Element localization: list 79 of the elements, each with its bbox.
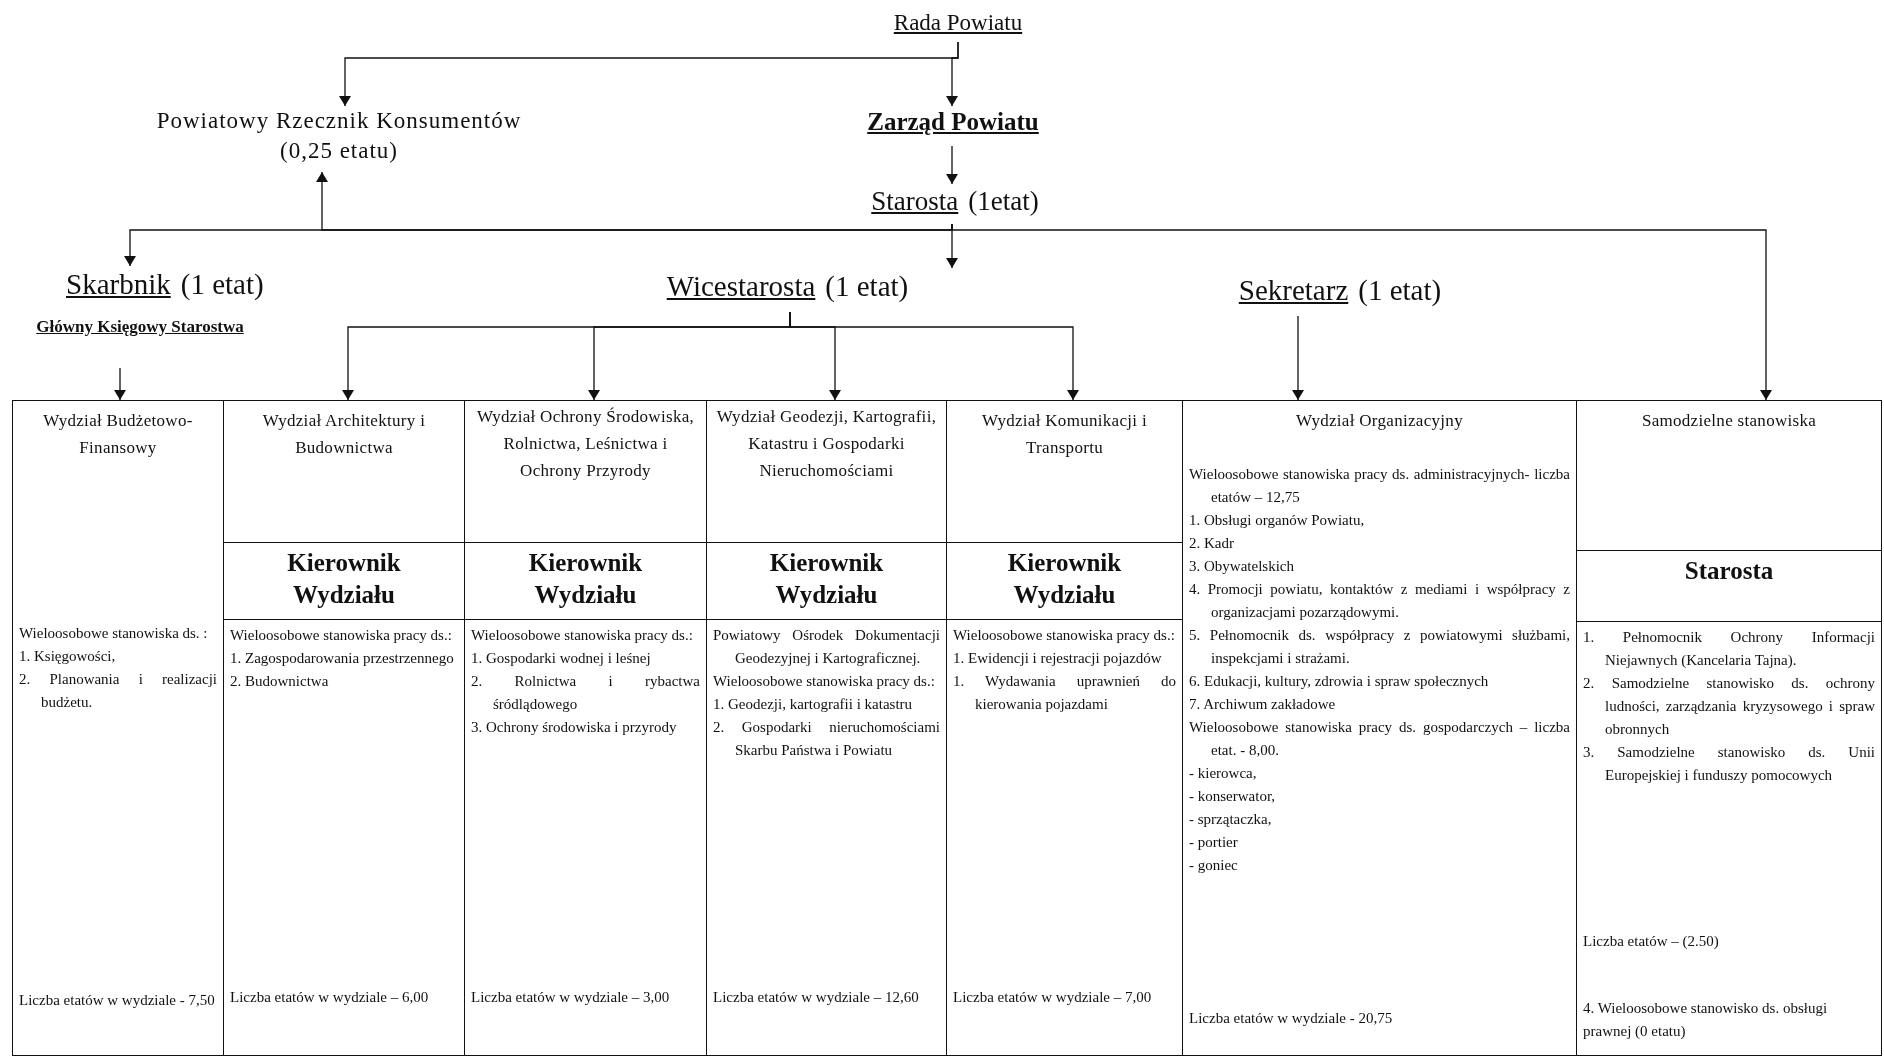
duty-text: 1. Pełnomocnik Ochrony Informacji Niejawnych (Kancelaria Tajna). [1583, 628, 1875, 670]
department-column [1576, 400, 1882, 1056]
position-title: Wicestarosta [666, 270, 816, 302]
duty-text: Wieloosobowe stanowiska pracy ds.: [713, 672, 936, 691]
duty-text: 1. Wydawania uprawnień do kierowania pojazdami [953, 672, 1176, 714]
staff-count: Liczba etatów w wydziale – 3,00 [471, 988, 671, 1007]
position-subtitle: Główny Księgowy Starostwa [36, 316, 244, 336]
duty-text: 2. Rolnictwa i rybactwa śródlądowego [471, 672, 700, 714]
position-label: Powiatowy Rzecznik Konsumentów (0,25 etatu) [149, 106, 529, 172]
duty-text: 3. Ochrony środowiska i przyrody [471, 718, 678, 737]
staff-count: Liczba etatów w wydziale - 7,50 [19, 991, 216, 1010]
staff-count: Liczba etatów w wydziale – 12,60 [713, 988, 920, 1007]
position-title: Sekretarz [1238, 274, 1349, 306]
staff-count: Liczba etatów w wydziale – 7,00 [953, 988, 1153, 1007]
department-column [12, 400, 224, 1056]
department-column [706, 400, 947, 1056]
connector-arrow [1292, 315, 1304, 401]
connector-arrow [946, 145, 958, 185]
duty-text: 5. Pełnomocnik ds. współpracy z powiatowymi służbami, inspekcjami i strażami. [1189, 626, 1570, 668]
department-title: Wydział Komunikacji i Transportu [981, 410, 1148, 459]
department-column [946, 400, 1183, 1056]
duty-text: 1. Księgowości, [19, 647, 117, 666]
connector-arrow [114, 367, 126, 401]
duty-text: 1. Zagospodarowania przestrzennego [230, 649, 455, 668]
duty-text: Wieloosobowe stanowiska pracy ds.: [953, 626, 1176, 645]
duty-text: Powiatowy Ośrodek Dokumentacji Geodezyjnej i Kartograficznej. [713, 626, 940, 668]
staff-count: (1 etat) [180, 268, 264, 300]
staff-count: 4. Wieloosobowe stanowisko ds. obsługi prawnej (0 etatu) [1583, 999, 1829, 1041]
department-column [464, 400, 707, 1056]
manager-header: Kierownik Wydziału [465, 542, 706, 620]
duty-text: 1. Obsługi organów Powiatu, [1189, 511, 1366, 530]
duty-text: Wieloosobowe stanowiska pracy ds. gospodarczych – liczba etat. - 8,00. [1189, 718, 1570, 760]
manager-header: Kierownik Wydziału [224, 542, 464, 620]
duty-text: Liczba etatów – (2.50) [1583, 932, 1720, 951]
duty-text: Wieloosobowe stanowiska pracy ds. administracyjnych- liczba etatów – 12,75 [1189, 465, 1570, 507]
duty-text: 1. Gospodarki wodnej i leśnej [471, 649, 652, 668]
duty-text: 2. Planowania i realizacji budżetu. [19, 670, 217, 712]
department-column [1182, 400, 1577, 1056]
duty-text: 7. Archiwum zakładowe [1189, 695, 1337, 714]
position-label: Zarząd Powiatu [828, 106, 1078, 146]
connector-arrow [951, 223, 1772, 401]
duty-text: Wieloosobowe stanowiska ds. : [19, 624, 209, 643]
duty-text: 2. Kadr [1189, 534, 1235, 553]
staff-count: Liczba etatów w wydziale - 20,75 [1189, 1009, 1394, 1028]
duty-text: - konserwator, [1189, 787, 1277, 806]
duty-text: 2. Samodzielne stanowisko ds. ochrony ludności, zarządzania kryzysowego i spraw obronnych [1583, 674, 1875, 739]
duty-text: - kierowca, [1189, 764, 1258, 783]
department-title: Wydział Geodezji, Kartografii, Katastru i Gospodarki Nieruchomościami [715, 406, 938, 482]
duty-text: 1. Geodezji, kartografii i katastru [713, 695, 914, 714]
department-title: Samodzielne stanowiska [1640, 410, 1818, 432]
duty-text: 2. Gospodarki nieruchomościami Skarbu Państwa i Powiatu [713, 718, 940, 760]
department-title: Wydział Organizacyjny [1295, 410, 1464, 432]
manager-header: Starosta [1577, 550, 1881, 622]
staff-count: (1 etat) [1358, 274, 1442, 306]
manager-header: Kierownik Wydziału [947, 542, 1182, 620]
staff-count: (1etat) [968, 186, 1039, 216]
duty-text: 1. Ewidencji i rejestracji pojazdów [953, 649, 1163, 668]
duty-text: Wieloosobowe stanowiska pracy ds.: [230, 626, 453, 645]
duty-text: 3. Samodzielne stanowisko ds. Unii Europejskiej i funduszy pomocowych [1583, 743, 1875, 785]
duty-text: - sprzątaczka, [1189, 810, 1273, 829]
connector-arrow [789, 311, 1079, 401]
connector-arrow [946, 41, 959, 107]
department-title: Wydział Ochrony Środowiska, Rolnictwa, Leśnictwa i Ochrony Przyrody [475, 406, 696, 482]
duty-text: 2. Budownictwa [230, 672, 330, 691]
duty-text: - portier [1189, 833, 1239, 852]
department-title: Wydział Budżetowo-Finansowy [42, 410, 194, 459]
duty-text: Wieloosobowe stanowiska pracy ds.: [471, 626, 694, 645]
department-column [223, 400, 465, 1056]
position-label: Rada Powiatu [858, 8, 1058, 42]
duty-text: 3. Obywatelskich [1189, 557, 1295, 576]
duty-text: 6. Edukacji, kultury, zdrowia i spraw społecznych [1189, 672, 1490, 691]
staff-count: (1 etat) [825, 270, 909, 302]
manager-header: Kierownik Wydziału [707, 542, 946, 620]
duty-text: - goniec [1189, 856, 1239, 875]
staff-count: Liczba etatów w wydziale – 6,00 [230, 988, 430, 1007]
position-title: Skarbnik [66, 268, 171, 300]
duty-text: 4. Promocji powiatu, kontaktów z mediami i współpracy z organizacjami pozarządowymi. [1189, 580, 1570, 622]
position-title: Starosta [871, 186, 959, 216]
department-title: Wydział Architektury i Budownictwa [261, 410, 427, 459]
